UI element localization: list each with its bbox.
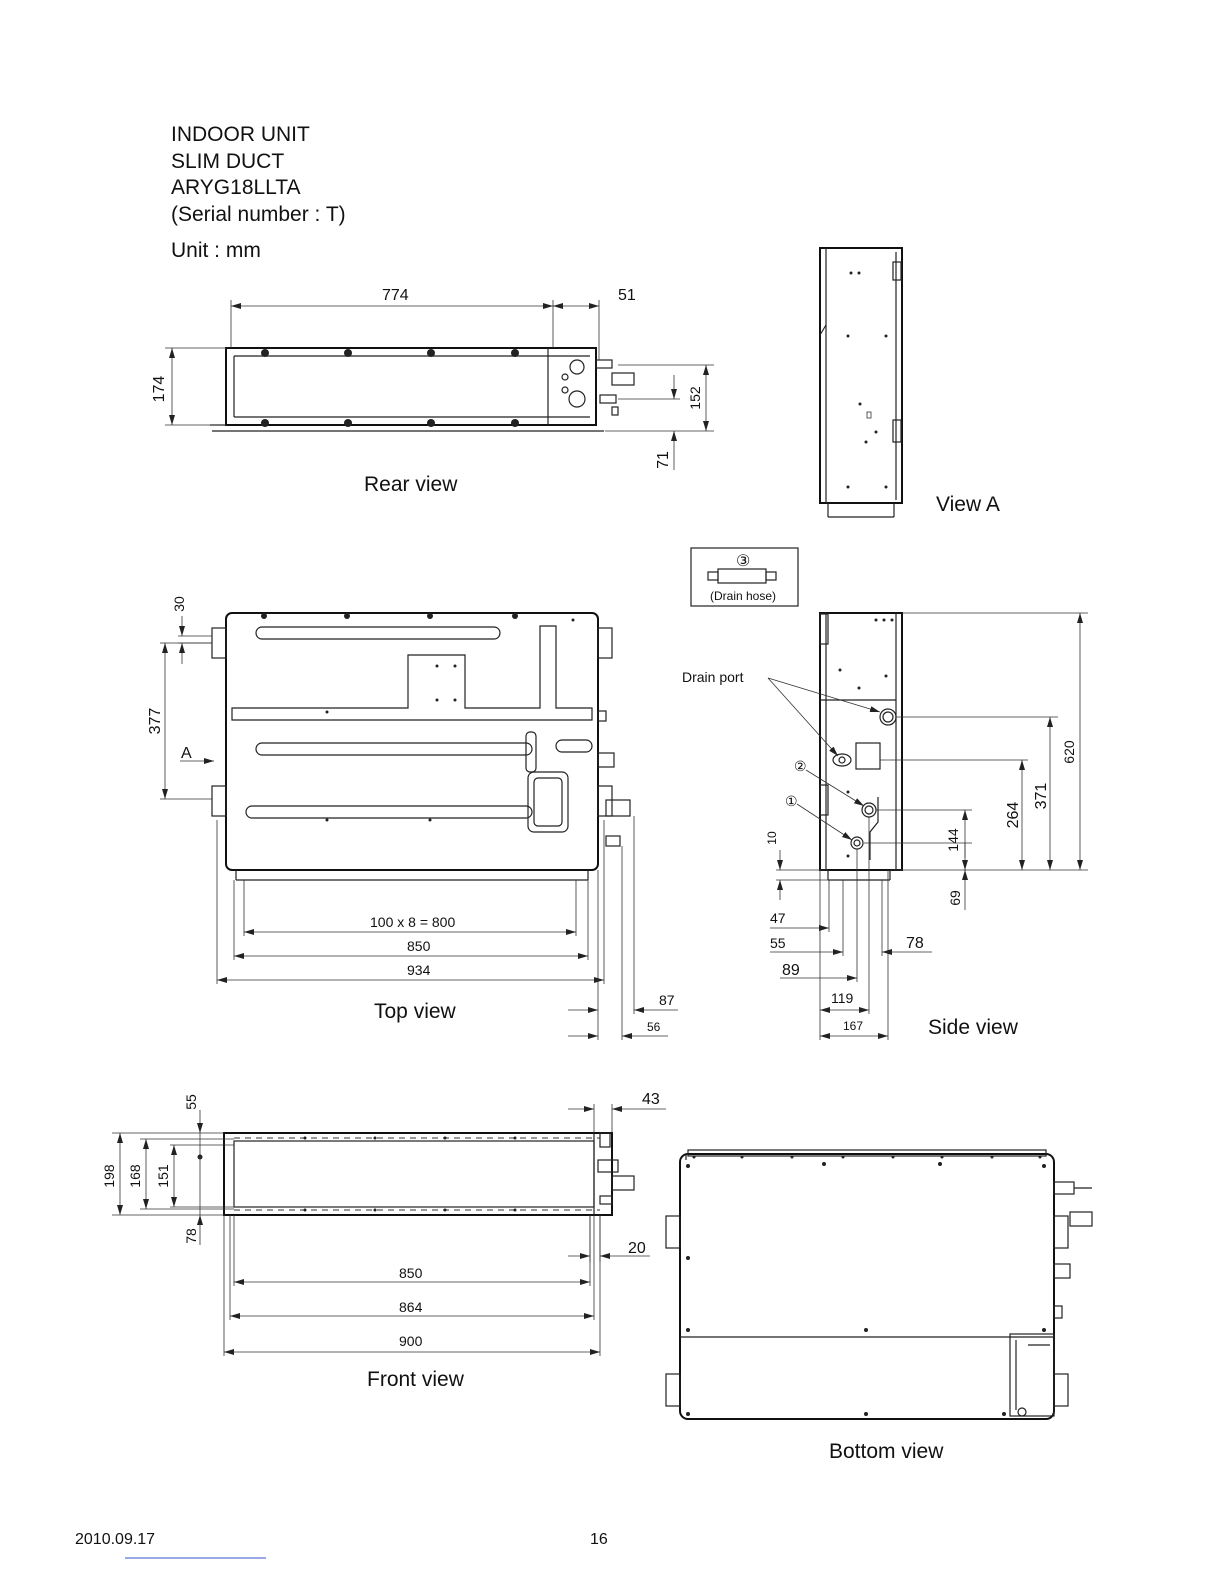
arrow-a-label: A xyxy=(181,745,192,762)
marker-1: ① xyxy=(785,793,798,809)
marker-3: ③ xyxy=(736,553,750,570)
dim-front-151: 151 xyxy=(155,1164,171,1188)
page-number: 16 xyxy=(590,1531,608,1548)
dim-side-10: 10 xyxy=(765,831,779,845)
marker-2: ② xyxy=(794,758,807,774)
drain-hose-legend: ③ (Drain hose) xyxy=(691,548,798,606)
dim-front-20: 20 xyxy=(628,1240,646,1257)
side-view: Drain port ② ① 620 371 264 144 69 10 xyxy=(682,613,1088,1040)
dim-front-55: 55 xyxy=(183,1094,199,1110)
serial-number: (Serial number : T) xyxy=(171,203,346,226)
view-a-body xyxy=(820,248,902,503)
dim-side-119: 119 xyxy=(831,990,854,1006)
dim-side-144: 144 xyxy=(945,828,961,852)
rear-view: 774 51 174 152 71 Rear view xyxy=(151,287,714,496)
dim-side-47: 47 xyxy=(770,910,786,926)
rear-body xyxy=(226,348,596,425)
model-number: ARYG18LLTA xyxy=(171,176,301,199)
dim-rear-174: 174 xyxy=(151,376,168,403)
dim-front-864: 864 xyxy=(399,1299,423,1315)
dim-front-78: 78 xyxy=(183,1228,199,1244)
header-block: INDOOR UNIT SLIM DUCT ARYG18LLTA (Serial… xyxy=(171,123,346,262)
dim-front-43: 43 xyxy=(642,1091,660,1108)
dim-side-167: 167 xyxy=(843,1019,863,1033)
dim-front-168: 168 xyxy=(127,1164,143,1188)
dim-front-850: 850 xyxy=(399,1265,423,1281)
dim-rear-774: 774 xyxy=(382,287,409,304)
dim-side-89: 89 xyxy=(782,962,800,979)
bottom-body xyxy=(680,1154,1054,1419)
dim-side-78: 78 xyxy=(906,935,924,952)
top-view-caption: Top view xyxy=(374,1000,457,1023)
view-a: View A xyxy=(820,248,1000,517)
rear-view-caption: Rear view xyxy=(364,473,458,496)
front-view-caption: Front view xyxy=(367,1368,465,1391)
top-view: A 30 377 100 x 8 = 800 850 934 87 56 xyxy=(147,596,678,1040)
dim-top-87: 87 xyxy=(659,992,675,1008)
front-view: 198 168 151 55 78 43 20 850 xyxy=(101,1091,666,1391)
dim-top-850: 850 xyxy=(407,938,431,954)
dim-top-pitch: 100 x 8 = 800 xyxy=(370,914,455,930)
unit-label: Unit : mm xyxy=(171,239,261,262)
view-a-caption: View A xyxy=(936,493,1000,516)
dim-front-198: 198 xyxy=(101,1164,117,1188)
side-body xyxy=(820,613,902,870)
dim-top-56: 56 xyxy=(647,1020,661,1034)
header-line1: INDOOR UNIT xyxy=(171,123,310,146)
dim-top-377: 377 xyxy=(147,708,164,735)
dim-rear-71: 71 xyxy=(655,451,672,469)
dim-front-900: 900 xyxy=(399,1333,423,1349)
drain-port-label: Drain port xyxy=(682,669,744,685)
dim-side-69: 69 xyxy=(947,890,963,906)
dim-side-620: 620 xyxy=(1061,740,1077,764)
bottom-view-caption: Bottom view xyxy=(829,1440,944,1463)
front-body xyxy=(224,1133,612,1215)
footer-date: 2010.09.17 xyxy=(75,1531,155,1548)
dim-side-264: 264 xyxy=(1005,802,1022,829)
dim-rear-51: 51 xyxy=(618,287,636,304)
dim-side-55: 55 xyxy=(770,935,786,951)
dim-side-371: 371 xyxy=(1033,783,1050,810)
side-view-caption: Side view xyxy=(928,1016,1019,1039)
drain-hose-label: (Drain hose) xyxy=(710,589,776,603)
bottom-view: Bottom view xyxy=(666,1150,1092,1463)
header-line2: SLIM DUCT xyxy=(171,150,284,173)
dim-top-934: 934 xyxy=(407,962,431,978)
page-footer: 2010.09.17 16 xyxy=(75,1531,608,1558)
dim-top-30: 30 xyxy=(171,596,187,612)
dim-rear-152: 152 xyxy=(687,386,703,410)
